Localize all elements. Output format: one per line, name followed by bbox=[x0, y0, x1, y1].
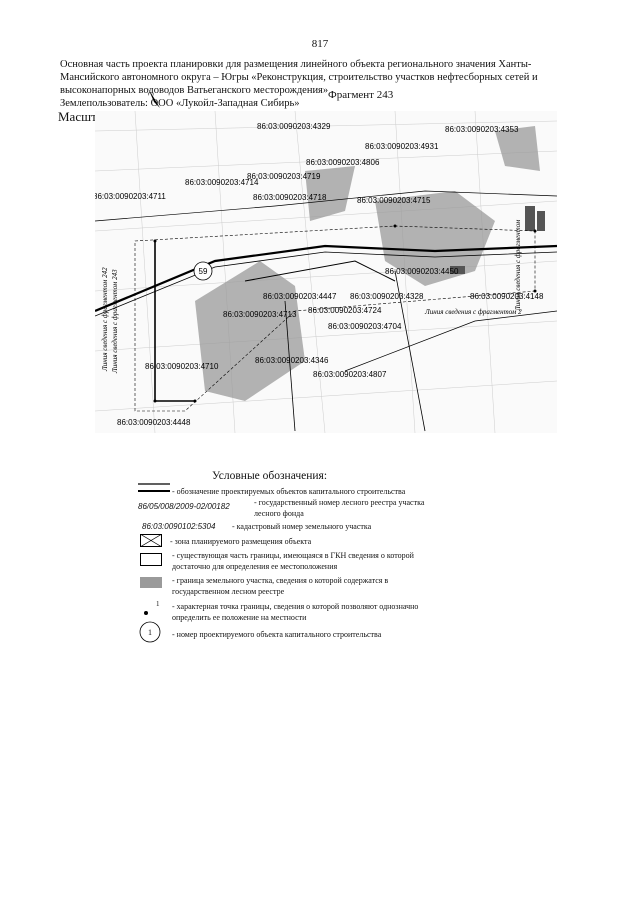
parcel-label: 86:03:0090203:4718 bbox=[253, 193, 327, 202]
boundary-point-icon bbox=[144, 611, 148, 615]
parcel-label: 86:03:0090203:4711 bbox=[95, 192, 166, 201]
cadastral-map[interactable]: 59 86:03:0090203:4329 86:03:0090203:4353… bbox=[95, 111, 557, 433]
legend-item-text: - существующая часть границы, имеющаяся … bbox=[172, 551, 414, 571]
boundary-points bbox=[153, 224, 537, 403]
parcel-label: 86:03:0090203:4148 bbox=[470, 292, 544, 301]
parcel-label: 86:03:0090203:4714 bbox=[185, 178, 259, 187]
document-title: Основная часть проекта планировки для ра… bbox=[60, 58, 550, 110]
side-label: Линия сведения с фрагментом 243 bbox=[111, 269, 119, 374]
legend-item-text: - граница земельного участка, сведения о… bbox=[172, 576, 389, 596]
project-title: Основная часть проекта планировки для ра… bbox=[60, 59, 538, 96]
parcel-label: 86:03:0090203:4450 bbox=[385, 267, 459, 276]
parcel-labels: 86:03:0090203:4329 86:03:0090203:4353 86… bbox=[95, 122, 544, 427]
north-arrow-icon bbox=[148, 88, 160, 108]
legend-item-text: - номер проектируемого объекта капитальн… bbox=[172, 630, 382, 639]
parcel-label: 86:03:0090203:4329 bbox=[257, 122, 331, 131]
page-number: 817 bbox=[311, 38, 329, 50]
legend-item-text: - кадастровый номер земельного участка bbox=[232, 522, 372, 531]
legend-item-text: - характерная точка границы, сведения о … bbox=[172, 602, 419, 622]
dark-blocks bbox=[450, 206, 545, 274]
legend-item-text: - обозначение проектируемых объектов кап… bbox=[172, 487, 406, 496]
projected-objects bbox=[95, 190, 557, 432]
projected-object-line-icon bbox=[138, 483, 170, 492]
planned-zone-icon bbox=[140, 534, 162, 547]
object-number-circle bbox=[193, 261, 213, 281]
legend-title: Условные обозначения: bbox=[212, 470, 328, 482]
planned-zone bbox=[134, 225, 536, 412]
parcel-label: 86:03:0090203:4448 bbox=[117, 418, 191, 427]
side-label: Линия сведения с фрагментом 242 bbox=[101, 267, 109, 372]
object-number-icon bbox=[139, 621, 161, 643]
parcel-label: 86:03:0090203:4713 bbox=[223, 310, 297, 319]
legend-circle-number: 1 bbox=[148, 628, 152, 637]
parcel-label: 86:03:0090203:4710 bbox=[145, 362, 219, 371]
legend-item-text: - государственный номер лесного реестра … bbox=[254, 498, 425, 518]
forest-register-zones bbox=[195, 126, 540, 401]
side-label: Линия сведения с фрагментом 2 bbox=[424, 308, 522, 316]
forest-register-boundary-icon bbox=[140, 577, 162, 588]
legend-point-number: 1 bbox=[156, 600, 160, 608]
side-label: Линия сведения с фрагментом bbox=[514, 219, 522, 312]
legend-item-code: 86:03:0090102:5304 bbox=[142, 522, 216, 531]
parcel-label: 86:03:0090203:4328 bbox=[350, 292, 424, 301]
fragment-label: Фрагмент 243 bbox=[328, 89, 394, 101]
parcel-label: 86:03:0090203:4704 bbox=[328, 322, 402, 331]
parcel-label: 86:03:0090203:4719 bbox=[247, 172, 321, 181]
parcel-label: 86:03:0090203:4715 bbox=[357, 196, 431, 205]
legend-item-text: - зона планируемого размещения объекта bbox=[170, 537, 312, 546]
legend-item-code: 86/05/008/2009-02/00182 bbox=[138, 502, 230, 511]
existing-boundary-icon bbox=[140, 553, 162, 566]
parcel-label: 86:03:0090203:4346 bbox=[255, 356, 329, 365]
parcel-label: 86:03:0090203:4447 bbox=[263, 292, 337, 301]
object-number: 59 bbox=[199, 267, 208, 276]
parcel-label: 86:03:0090203:4353 bbox=[445, 125, 519, 134]
parcel-label: 86:03:0090203:4931 bbox=[365, 142, 439, 151]
land-user: Землепользователь: ООО «Лукойл-Западная … bbox=[60, 98, 300, 109]
parcel-label: 86:03:0090203:4806 bbox=[306, 158, 380, 167]
parcel-label: 86:03:0090203:4724 bbox=[308, 306, 382, 315]
parcel-label: 86:03:0090203:4807 bbox=[313, 370, 387, 379]
